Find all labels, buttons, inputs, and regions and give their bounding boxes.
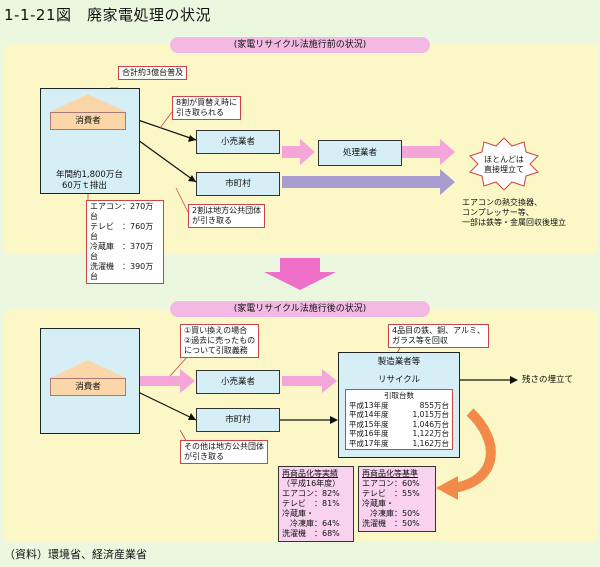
residual-label: 残さの埋立て bbox=[522, 375, 574, 385]
standard-box: 再商品化等基準 エアコン：60% テレビ ：55% 冷蔵庫・ 冷凍庫：50% 洗… bbox=[358, 466, 436, 532]
curved-orange-arrow bbox=[452, 408, 496, 493]
figure-title: 1-1-21図 廃家電処理の状況 bbox=[4, 6, 212, 24]
processor-to-landfill-arrow bbox=[400, 139, 455, 165]
breakdown-item: テレビ ：760万台 bbox=[90, 222, 154, 241]
after-municipality-note: その他は地方公共団体 が引き取る bbox=[180, 440, 268, 464]
landfill-starburst bbox=[469, 137, 539, 191]
after-header: (家電リサイクル法施行後の状況) bbox=[170, 301, 430, 317]
recovery-text: エアコンの熱交換器、 コンプレッサー等、 一部は鉄等・金属回収後埋立 bbox=[462, 198, 566, 227]
before-consumer-label: 消費者 bbox=[50, 112, 126, 130]
retailer-note: 8割が買替え時に 引き取られる bbox=[172, 96, 242, 120]
recycle-label: リサイクル bbox=[377, 375, 421, 385]
after-municipality-box: 市町村 bbox=[196, 408, 280, 432]
breakdown-item: 洗濯機 ：390万台 bbox=[90, 262, 154, 281]
after-house-roof bbox=[50, 360, 126, 378]
source-note: （資料）環境省、経済産業省 bbox=[4, 548, 147, 561]
retailer-to-manufacturer-arrow bbox=[282, 369, 337, 393]
retailer-to-processor-arrow bbox=[282, 139, 315, 165]
after-consumer-label: 消費者 bbox=[50, 378, 126, 396]
after-retailer-note: ①買い換えの場合 ②過去に売ったもの について引取義務 bbox=[180, 324, 260, 358]
breakdown-item: 冷蔵庫 ：370万台 bbox=[90, 242, 154, 261]
consumer-to-retailer-arrow bbox=[138, 369, 195, 393]
total-note: 合計約3億台普及 bbox=[118, 66, 188, 80]
breakdown-item: エアコン：270万台 bbox=[90, 202, 154, 221]
actual-box: 再商品化等実績 （平成16年度） エアコン：82% テレビ ：81% 冷蔵庫・ … bbox=[278, 466, 354, 542]
before-retailer-box: 小売業者 bbox=[196, 130, 280, 154]
landfill-text: ほとんどは 直接埋立て bbox=[484, 155, 524, 174]
municipality-to-landfill-arrow bbox=[282, 169, 455, 195]
materials-note: 4品目の鉄、銅、アルミ、 ガラス等を回収 bbox=[388, 324, 490, 348]
municipality-note: 2割は地方公共団体 が引き取る bbox=[188, 204, 266, 228]
before-house-roof bbox=[50, 94, 126, 112]
breakdown-note: エアコン：270万台 テレビ ：760万台 冷蔵庫 ：370万台 洗濯機 ：39… bbox=[86, 200, 164, 284]
manufacturer-label: 製造業者等 bbox=[377, 357, 421, 367]
after-retailer-box: 小売業者 bbox=[196, 370, 280, 394]
annual-discard-2: 60万ｔ排出 bbox=[62, 181, 107, 191]
before-municipality-box: 市町村 bbox=[196, 172, 280, 196]
annual-discard-1: 年間約1,800万台 bbox=[56, 170, 123, 180]
processor-box: 処理業者 bbox=[318, 140, 402, 166]
before-header: (家電リサイクル法施行前の状況) bbox=[170, 37, 430, 53]
